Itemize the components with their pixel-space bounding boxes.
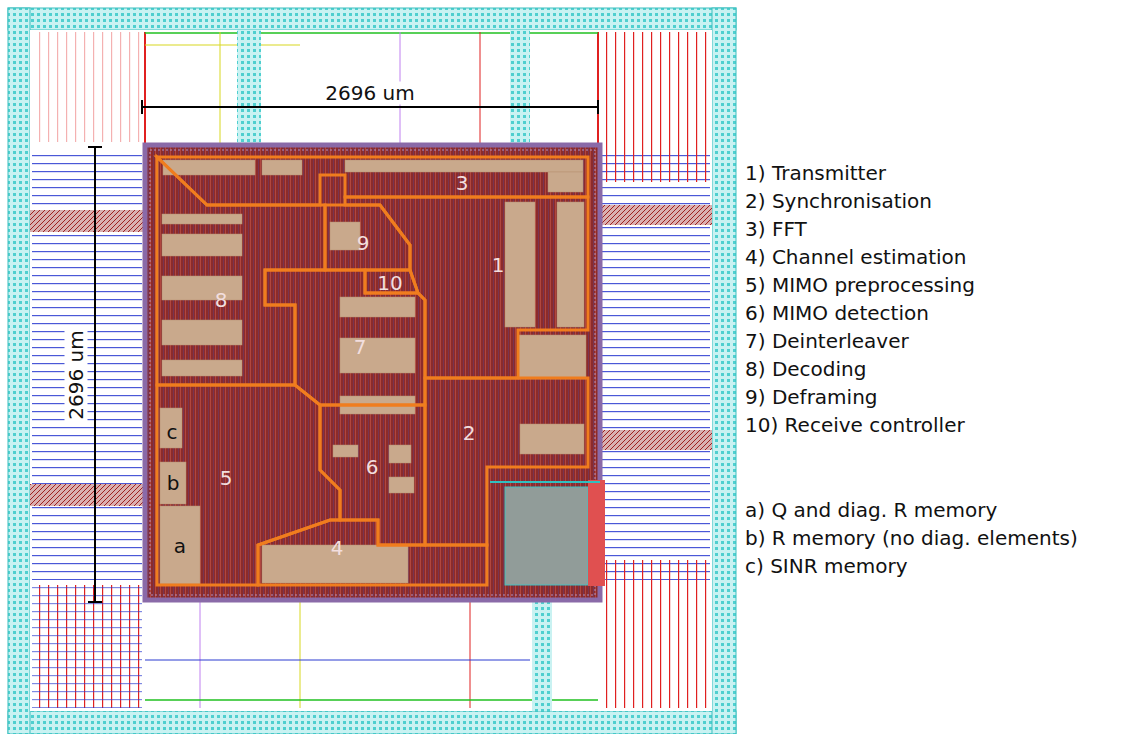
region-number: 6 — [366, 456, 379, 479]
legend-line: 7) Deinterleaver — [745, 330, 909, 353]
region-border — [258, 520, 487, 585]
region-border — [157, 157, 325, 385]
legend-line: 6) MIMO detection — [745, 302, 929, 325]
region-outline — [157, 157, 325, 385]
legend-line: 9) Deframing — [745, 386, 878, 409]
region-number: 2 — [463, 422, 476, 445]
legend-line: 1) Transmitter — [745, 162, 886, 185]
legend-line: a) Q and diag. R memory — [745, 499, 997, 522]
region-number: 5 — [220, 467, 233, 490]
region-outline — [258, 520, 487, 585]
memory-letter: a — [174, 535, 186, 558]
legend-line: b) R memory (no diag. elements) — [745, 527, 1078, 550]
legend-line: 4) Channel estimation — [745, 246, 967, 269]
legend-line: 3) FFT — [745, 218, 807, 241]
region-border — [425, 378, 588, 545]
memory-letter: c — [167, 421, 178, 444]
legend-line: 10) Receive controller — [745, 414, 965, 437]
region-number: 9 — [357, 232, 370, 255]
floorplan-region: 4 — [258, 520, 487, 585]
region-border — [157, 385, 340, 585]
floorplan-region: 3 — [157, 157, 588, 205]
region-number: 8 — [215, 289, 228, 312]
floorplan-region: 6 — [320, 405, 425, 545]
region-outline — [157, 157, 588, 205]
region-number: 4 — [331, 537, 344, 560]
region-number: 1 — [492, 254, 505, 277]
floorplan-region: 2 — [425, 378, 588, 545]
region-border — [320, 405, 425, 545]
memory-letter: b — [167, 472, 180, 495]
region-number: 7 — [354, 336, 367, 359]
floorplan-region: 8 — [157, 157, 325, 385]
region-number: 10 — [377, 272, 402, 295]
floorplan-region: 10 — [365, 270, 418, 293]
dimension-label: 2696 um — [323, 82, 416, 105]
region-border — [157, 157, 588, 205]
region-outline — [425, 378, 588, 545]
floorplan-region: 9 — [325, 205, 410, 270]
legend-line: 2) Synchronisation — [745, 190, 932, 213]
region-border — [325, 205, 410, 270]
legend-line: 5) MIMO preprocessing — [745, 274, 975, 297]
region-border — [345, 197, 588, 378]
region-number: 3 — [456, 172, 469, 195]
dimension-label: 2696 um — [65, 328, 88, 421]
legend-line: c) SINR memory — [745, 555, 908, 578]
legend-line: 8) Decoding — [745, 358, 866, 381]
